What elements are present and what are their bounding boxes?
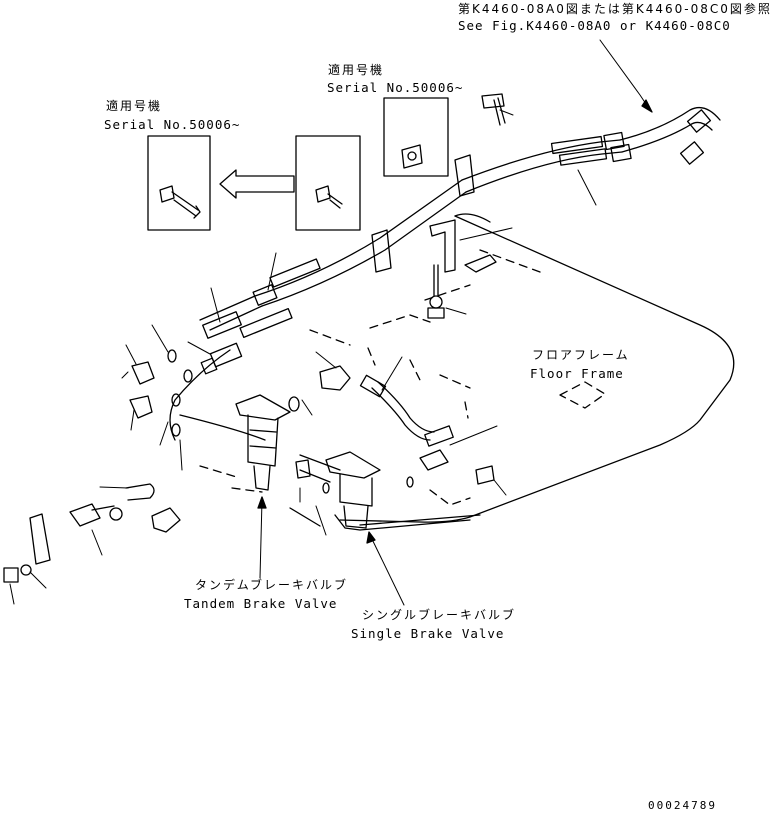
floor-frame-jp: フロアフレーム [532,348,630,362]
inset-box-middle [296,136,360,230]
floor-frame-outline [300,214,734,530]
elbow-fittings [70,362,494,532]
floor-frame-hidden-lines [200,250,605,505]
leader-lines [10,40,650,605]
single-brake-valve [326,452,380,528]
serial-left-jp: 適用号機 [106,99,163,113]
serial-right-en: Serial No.50006~ [327,80,464,95]
tandem-brake-valve [236,395,290,490]
drawing-number: 00024789 [648,799,717,812]
floor-frame-en: Floor Frame [530,366,624,381]
bracket-parts [4,484,320,582]
single-brake-valve-en: Single Brake Valve [351,626,505,641]
single-brake-valve-jp: シングルブレーキバルブ [362,608,517,622]
inset-arrow [220,170,294,198]
serial-left-en: Serial No.50006~ [104,117,241,132]
flexible-hose [360,375,453,446]
top-bolt [482,94,505,125]
serial-right-jp: 適用号機 [328,63,385,77]
o-rings [21,350,413,575]
reference-note-jp: 第K4460-08A0図または第K4460-08C0図参照 [458,2,772,16]
leader-arrowheads [258,100,652,543]
tandem-brake-valve-en: Tandem Brake Valve [184,596,338,611]
reference-note-en: See Fig.K4460-08A0 or K4460-08C0 [458,18,731,33]
inset-box-left [148,136,210,230]
tube-clamps [372,155,496,318]
tube-fittings [201,110,710,374]
inset-box-right [384,98,448,176]
diagram-drawing [0,0,743,814]
tandem-brake-valve-jp: タンデムブレーキバルブ [195,578,349,592]
